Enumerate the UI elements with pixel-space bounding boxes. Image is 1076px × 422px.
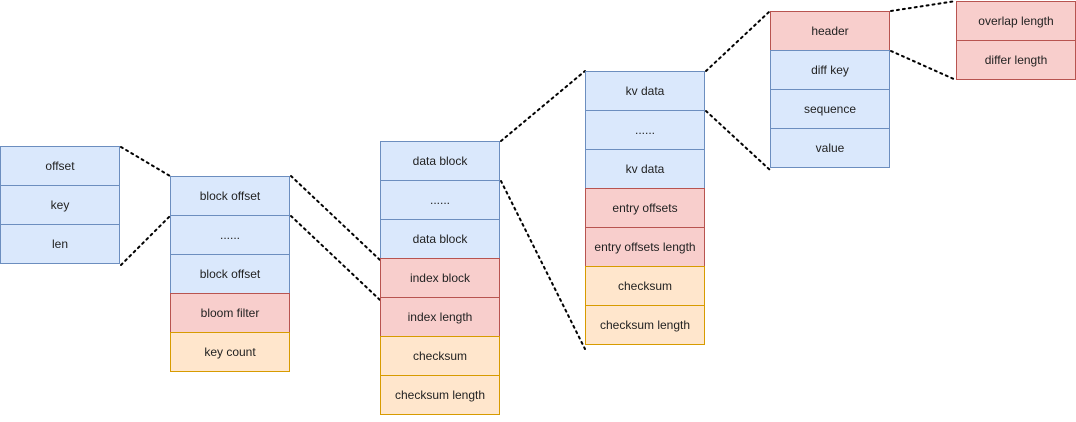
cell-ellipsis: ...... xyxy=(380,180,500,220)
stack-index-block: block offset ...... block offset bloom f… xyxy=(170,176,290,372)
cell-checksum: checksum xyxy=(585,266,705,306)
cell-data-block: data block xyxy=(380,219,500,259)
cell-key-count: key count xyxy=(170,332,290,372)
cell-key: key xyxy=(0,185,120,225)
connector-line xyxy=(705,110,771,171)
cell-block-offset: block offset xyxy=(170,176,290,216)
cell-checksum: checksum xyxy=(380,336,500,376)
cell-differ-length: differ length xyxy=(956,40,1076,80)
stack-header-detail: overlap length differ length xyxy=(956,1,1076,80)
cell-overlap-length: overlap length xyxy=(956,1,1076,41)
connector-line xyxy=(705,10,771,72)
cell-entry-offsets: entry offsets xyxy=(585,188,705,228)
stack-kv-entry: header diff key sequence value xyxy=(770,11,890,168)
cell-ellipsis: ...... xyxy=(170,215,290,255)
cell-kv-data: kv data xyxy=(585,149,705,189)
cell-block-offset: block offset xyxy=(170,254,290,294)
connector-line xyxy=(120,215,171,266)
cell-offset: offset xyxy=(0,146,120,186)
connector-line xyxy=(290,175,381,261)
cell-checksum-length: checksum length xyxy=(380,375,500,415)
cell-checksum-length: checksum length xyxy=(585,305,705,345)
cell-index-block: index block xyxy=(380,258,500,298)
cell-sequence: sequence xyxy=(770,89,890,129)
connector-line xyxy=(120,146,171,177)
connector-line xyxy=(500,180,586,350)
connector-line xyxy=(890,0,957,12)
stack-data-block: kv data ...... kv data entry offsets ent… xyxy=(585,71,705,345)
cell-len: len xyxy=(0,224,120,264)
stack-table: data block ...... data block index block… xyxy=(380,141,500,415)
cell-index-length: index length xyxy=(380,297,500,337)
cell-data-block: data block xyxy=(380,141,500,181)
stack-index-entry: offset key len xyxy=(0,146,120,264)
connector-line xyxy=(890,50,957,81)
cell-ellipsis: ...... xyxy=(585,110,705,150)
connector-line xyxy=(500,70,586,142)
cell-entry-offsets-length: entry offsets length xyxy=(585,227,705,267)
cell-bloom-filter: bloom filter xyxy=(170,293,290,333)
cell-header: header xyxy=(770,11,890,51)
connector-line xyxy=(290,215,381,301)
cell-kv-data: kv data xyxy=(585,71,705,111)
cell-diff-key: diff key xyxy=(770,50,890,90)
cell-value: value xyxy=(770,128,890,168)
